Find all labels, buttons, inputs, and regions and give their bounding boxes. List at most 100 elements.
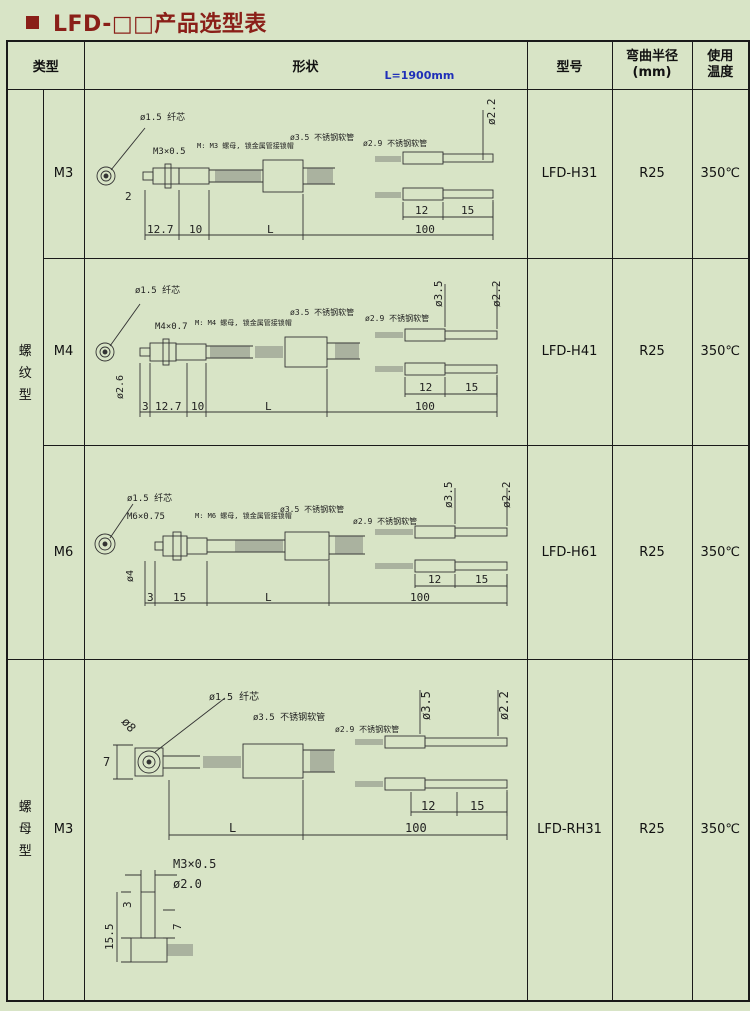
group-char: 纹 xyxy=(18,366,32,381)
size-cell: M3 xyxy=(42,88,85,259)
label-h: ø4 xyxy=(125,569,136,581)
header-temp-line1: 使用 xyxy=(707,49,734,65)
label-sleeve: ø3.5 不锈钢软管 xyxy=(280,504,344,514)
label-b: 15 xyxy=(475,573,488,586)
size-cell: M3 xyxy=(42,658,85,1001)
group-char: 型 xyxy=(18,388,32,403)
table-row: M4 xyxy=(7,257,750,446)
header-shape-label: 形状 xyxy=(292,59,319,75)
label-L: L xyxy=(265,400,272,413)
group-thread-type: 螺 纹 型 xyxy=(6,88,44,660)
label-d3: 100 xyxy=(405,821,427,835)
header-temperature: 使用 温度 xyxy=(691,40,750,90)
label-nut: M: M3 螺母, 锁金属管接锁帽 xyxy=(197,141,294,150)
size-cell: M4 xyxy=(42,257,85,446)
page-title-text: LFD-□□产品选型表 xyxy=(53,12,267,37)
header-model: 型号 xyxy=(526,40,613,90)
label-a: 12 xyxy=(419,381,432,394)
drawing-m3-thread: ø1.5 纤芯 M3×0.5 M: M3 螺母, 锁金属管接锁帽 ø3.5 不锈… xyxy=(96,98,498,240)
label-sleeve: ø3.5 不锈钢软管 xyxy=(290,307,354,317)
label-d1: 12.7 xyxy=(147,223,174,236)
label-a: 12 xyxy=(421,799,435,813)
label-d2: 10 xyxy=(191,400,204,413)
label-d-end: ø2.2 xyxy=(490,280,503,307)
temp-cell: 350℃ xyxy=(691,257,750,446)
label-tube: ø2.9 不锈钢软管 xyxy=(353,516,417,526)
label-d-end: ø2.2 xyxy=(485,98,498,125)
model-cell: LFD-H41 xyxy=(526,257,613,446)
drawing-nut-type: ø1.5 纤芯 ø8 ø3.5 不锈钢软管 ø2.9 不锈钢软管 ø3.5 ø2… xyxy=(103,689,511,962)
label-d0: 3 xyxy=(147,591,154,604)
header-bend-radius-line2: (mm) xyxy=(632,65,672,81)
table-row: M6 xyxy=(7,444,750,660)
temp-cell: 350℃ xyxy=(691,444,750,660)
label-d-top: ø3.5 xyxy=(419,691,433,720)
shape-drawing-cell: ø1.5 纤芯 ø8 ø3.5 不锈钢软管 ø2.9 不锈钢软管 ø3.5 ø2… xyxy=(83,658,528,1001)
label-sleeve: ø3.5 不锈钢软管 xyxy=(253,711,325,723)
title-bullet-icon xyxy=(26,15,39,29)
shape-drawing-cell: ø1.5 纤芯 M3×0.5 M: M3 螺母, 锁金属管接锁帽 ø3.5 不锈… xyxy=(83,88,528,259)
label-d3: 100 xyxy=(415,223,435,236)
label-tip: ø1.5 纤芯 xyxy=(140,111,185,123)
label-h: 2 xyxy=(125,190,132,203)
label-thread: M6×0.75 xyxy=(127,512,165,522)
label-d2: 10 xyxy=(189,223,202,236)
drawing-m6-thread: ø1.5 纤芯 M6×0.75 M: M6 螺母, 锁金属管接锁帽 ø3.5 不… xyxy=(94,481,513,606)
label-d-end: ø2.2 xyxy=(500,481,513,508)
radius-cell: R25 xyxy=(611,444,693,660)
label-nut: M: M6 螺母, 锁金属管接锁帽 xyxy=(195,511,292,520)
label-d-top: ø3.5 xyxy=(442,481,455,508)
model-cell: LFD-H31 xyxy=(526,88,613,259)
size-cell: M6 xyxy=(42,444,85,660)
label-nut-dia: ø2.0 xyxy=(173,877,202,891)
label-a: 12 xyxy=(415,204,428,217)
selection-table: 类型 形状 L=1900mm 型号 弯曲半径 (mm) 使用 温度 螺 纹 型 … xyxy=(6,40,750,1002)
label-tube: ø2.9 不锈钢软管 xyxy=(365,313,429,323)
label-s2: 7 xyxy=(171,923,184,930)
label-nut-thread: M3×0.5 xyxy=(173,857,216,871)
label-tip: ø1.5 纤芯 xyxy=(127,492,172,504)
label-b: 15 xyxy=(470,799,484,813)
label-d1: 12.7 xyxy=(155,400,182,413)
label-d-end: ø2.2 xyxy=(497,691,511,720)
label-d3: 100 xyxy=(410,591,430,604)
label-body: ø8 xyxy=(118,714,138,734)
label-L: L xyxy=(267,223,274,236)
label-a: 12 xyxy=(428,573,441,586)
table-row: 螺 纹 型 M3 xyxy=(6,88,750,660)
temp-cell: 350℃ xyxy=(691,88,750,259)
label-tube: ø2.9 不锈钢软管 xyxy=(363,138,427,148)
radius-cell: R25 xyxy=(611,257,693,446)
group-char: 母 xyxy=(18,821,32,837)
radius-cell: R25 xyxy=(611,658,693,1001)
label-L: L xyxy=(229,821,236,835)
model-cell: LFD-H61 xyxy=(526,444,613,660)
header-bend-radius: 弯曲半径 (mm) xyxy=(611,40,693,90)
header-shape: 形状 L=1900mm xyxy=(83,40,528,90)
group-char: 螺 xyxy=(18,799,32,815)
drawing-m4-thread: ø1.5 纤芯 M4×0.7 M: M4 螺母, 锁金属管接锁帽 ø3.5 不锈… xyxy=(95,280,503,417)
group-char: 螺 xyxy=(18,344,32,359)
label-tube: ø2.9 不锈钢软管 xyxy=(335,724,399,734)
label-d-top: ø3.5 xyxy=(432,280,445,307)
model-cell: LFD-RH31 xyxy=(526,658,613,1001)
label-sleeve: ø3.5 不锈钢软管 xyxy=(290,132,354,142)
page-title: LFD-□□产品选型表 xyxy=(26,6,267,38)
shape-drawing-cell: ø1.5 纤芯 M6×0.75 M: M6 螺母, 锁金属管接锁帽 ø3.5 不… xyxy=(83,444,528,660)
label-b: 15 xyxy=(461,204,474,217)
label-s3: 15.5 xyxy=(103,923,116,950)
shape-drawing-cell: ø1.5 纤芯 M4×0.7 M: M4 螺母, 锁金属管接锁帽 ø3.5 不锈… xyxy=(83,257,528,446)
label-d1: 15 xyxy=(173,591,186,604)
label-thread: M4×0.7 xyxy=(155,322,188,332)
radius-cell: R25 xyxy=(611,88,693,259)
label-thread: M3×0.5 xyxy=(153,147,186,157)
header-type: 类型 xyxy=(6,40,85,90)
label-tip: ø1.5 纤芯 xyxy=(209,690,259,703)
label-nut: M: M4 螺母, 锁金属管接锁帽 xyxy=(195,318,292,327)
header-bend-radius-line1: 弯曲半径 xyxy=(626,49,679,65)
label-d3: 100 xyxy=(415,400,435,413)
label-h: 7 xyxy=(103,755,110,769)
group-nut-type: 螺 母 型 xyxy=(6,658,44,1001)
header-row: 类型 形状 L=1900mm 型号 弯曲半径 (mm) 使用 温度 xyxy=(6,40,750,90)
label-s1: 3 xyxy=(121,901,134,908)
